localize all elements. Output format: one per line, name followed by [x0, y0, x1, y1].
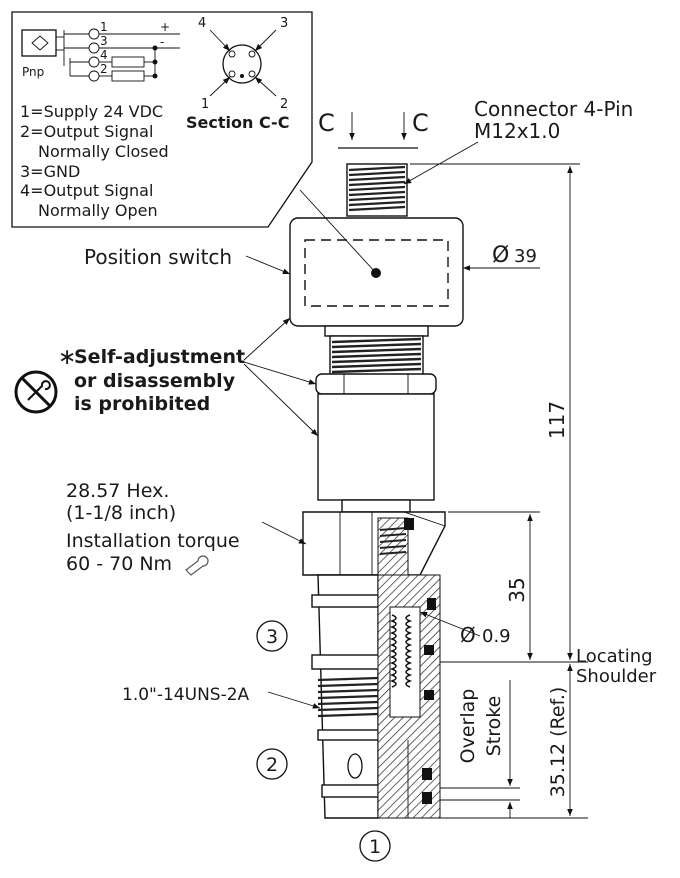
- valve-body: [289, 163, 464, 819]
- pin3-description: 3=GND: [20, 162, 80, 181]
- connector-callout: Connector 4-Pin M12x1.0: [403, 97, 633, 185]
- wire-pin-4: 4: [100, 48, 108, 62]
- position-switch-label: Position switch: [84, 245, 232, 269]
- port-1: 1: [369, 836, 381, 858]
- wire-pin-1: 1: [100, 20, 108, 34]
- pin4-description-b: Normally Open: [38, 201, 158, 220]
- section-cc-view: 4 3 1 2 Section C-C: [186, 16, 289, 132]
- orifice-diameter-value: 0.9: [482, 626, 511, 647]
- thread-spec: 1.0"-14UNS-2A: [122, 685, 250, 705]
- orifice-diameter-symbol: Ø: [460, 623, 476, 647]
- warning-line-2: or disassembly: [74, 370, 236, 392]
- warning-line-1: Self-adjustment: [74, 346, 245, 368]
- locating-label: Locating: [576, 646, 653, 667]
- port-2: 2: [266, 754, 278, 776]
- section-pin-1: 1: [201, 97, 209, 112]
- dim-35-value: 35: [505, 577, 529, 602]
- port-markers: 3 2 1: [256, 620, 391, 862]
- wiring-legend: Pnp 1 3 4 2 + - 1=Supply 24 VDC 2=Output…: [11, 11, 313, 228]
- position-switch-callout: Position switch: [84, 189, 377, 275]
- cut-letter-right: C: [412, 109, 429, 137]
- warning-line-3: is prohibited: [74, 393, 210, 415]
- section-pin-2: 2: [280, 97, 288, 112]
- torque-label: Installation torque: [66, 530, 240, 552]
- thread-callout: 1.0"-14UNS-2A: [122, 685, 321, 709]
- overlap-label: Overlap: [457, 689, 479, 764]
- wire-pin-3: 3: [100, 34, 108, 48]
- hex-size: 28.57 Hex.: [66, 480, 169, 502]
- pin1-description: 1=Supply 24 VDC: [20, 102, 163, 121]
- dimension-35: 35: [448, 511, 540, 660]
- overlap-stroke-dim: Overlap Stroke: [440, 680, 520, 818]
- port-3: 3: [266, 626, 278, 648]
- lock-nut: [315, 373, 437, 395]
- plus-sign: +: [160, 20, 170, 34]
- switch-housing: [317, 393, 435, 501]
- wrench-icon: [185, 555, 209, 576]
- pnp-label: Pnp: [22, 65, 44, 79]
- connector-label: Connector 4-Pin: [474, 97, 633, 121]
- wire-pin-2: 2: [100, 62, 108, 76]
- cut-letter-left: C: [318, 109, 335, 137]
- cut-line-cc: C C: [318, 109, 429, 149]
- hex-body: [302, 511, 446, 576]
- stroke-label: Stroke: [483, 696, 505, 757]
- dimension-3512: 35.12 (Ref.): [440, 664, 588, 819]
- diameter-39-callout: Ø 39: [463, 243, 540, 271]
- diameter-39-value: 39: [514, 246, 537, 267]
- pin2-description-b: Normally Closed: [38, 142, 169, 161]
- sensor-symbol-icon: [21, 29, 57, 57]
- section-pin-4: 4: [198, 16, 206, 31]
- shoulder-label: Shoulder: [576, 666, 657, 687]
- locating-shoulder: Locating Shoulder: [440, 646, 657, 687]
- diameter-symbol: Ø: [492, 243, 509, 268]
- dim-3512-value: 35.12 (Ref.): [547, 687, 569, 798]
- minus-sign: -: [160, 35, 164, 49]
- pin4-description: 4=Output Signal: [20, 181, 153, 200]
- torque-value: 60 - 70 Nm: [66, 553, 172, 575]
- switch-hidden-outline: [304, 239, 449, 307]
- section-pin-3: 3: [280, 16, 288, 31]
- orifice-callout: Ø 0.9: [419, 611, 511, 647]
- connector-spec: M12x1.0: [474, 119, 560, 143]
- section-title: Section C-C: [186, 113, 289, 132]
- hex-callout: 28.57 Hex. (1-1/8 inch) Installation tor…: [66, 480, 307, 576]
- pin2-description: 2=Output Signal: [20, 122, 153, 141]
- dimension-117: 117: [410, 163, 580, 660]
- asterisk: ∗: [58, 345, 76, 370]
- warning-callout: ∗ Self-adjustment or disassembly is proh…: [14, 317, 319, 437]
- hex-size-inch: (1-1/8 inch): [66, 502, 176, 524]
- dim-117-value: 117: [545, 401, 569, 439]
